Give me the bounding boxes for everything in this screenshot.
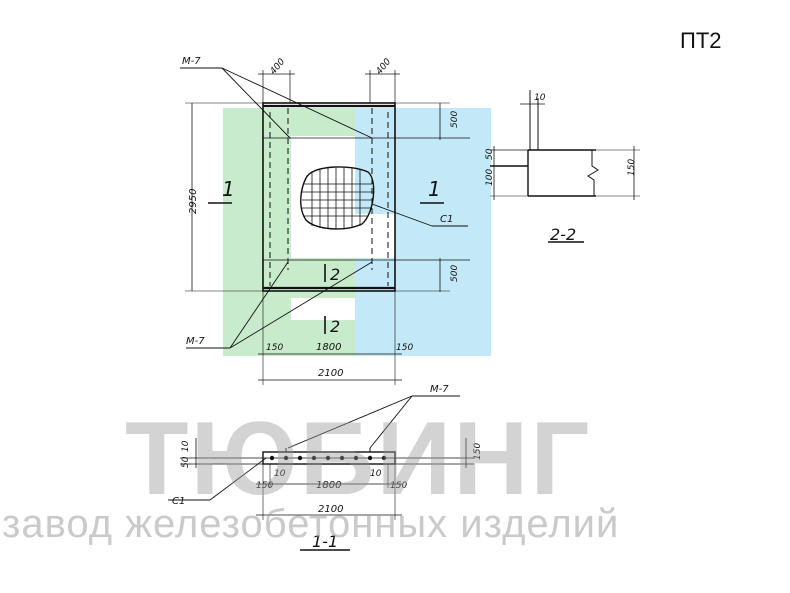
s11-dim-150-left: 150 [256, 481, 273, 491]
plan-dim-bottom-right: 150 [396, 343, 413, 353]
s11-dim-1800: 1800 [316, 480, 341, 491]
plan-mesh-label: C1 [440, 214, 453, 225]
plan-dim-right-bottom: 500 [450, 265, 460, 282]
section-2-2 [490, 90, 640, 243]
rebar-dots [269, 455, 387, 461]
s22-dim-100: 100 [485, 169, 495, 186]
plan-dim-total: 2100 [318, 368, 343, 379]
section-1-1 [168, 395, 474, 551]
s11-dim-50: 50 [181, 456, 191, 468]
watermark-subtitle: завод железобетонных изделий [2, 502, 620, 546]
s22-dim-150: 150 [627, 159, 637, 176]
document-code: ПТ2 [680, 28, 722, 53]
s11-dim-150-right: 150 [473, 443, 483, 460]
s11-mark: M-7 [430, 384, 449, 395]
s11-dim-10-top: 10 [181, 440, 191, 452]
s11-dim-150-bottom-right: 150 [390, 481, 407, 491]
plan-mark-top: M-7 [182, 56, 201, 67]
plan-section-2-top: 2 [330, 265, 340, 284]
plan-section-2-bottom: 2 [330, 317, 340, 336]
plan-section-1-left: 1 [222, 177, 235, 201]
s22-title: 2-2 [550, 225, 576, 244]
s22-dim-50: 50 [485, 148, 495, 160]
plan-view [180, 67, 470, 385]
watermark-brand: ТЮБИНГ [125, 401, 592, 517]
plan-dim-left: 2950 [188, 189, 199, 214]
plan-dim-bottom-mid: 1800 [316, 342, 341, 353]
plan-dim-right-top: 500 [450, 111, 460, 128]
s22-dim-top: 10 [534, 93, 546, 103]
s11-mesh-label: C1 [172, 496, 185, 507]
s11-dim-total: 2100 [318, 504, 343, 515]
s11-dim-10-right: 10 [370, 469, 382, 479]
plan-mark-bottom: M-7 [186, 336, 205, 347]
plan-dim-bottom-left: 150 [266, 343, 283, 353]
s11-dim-10-left: 10 [274, 469, 286, 479]
plan-section-1-right: 1 [428, 177, 441, 201]
mesh-grid [302, 168, 373, 229]
s11-title: 1-1 [312, 532, 338, 551]
logo-watermark [223, 108, 491, 356]
